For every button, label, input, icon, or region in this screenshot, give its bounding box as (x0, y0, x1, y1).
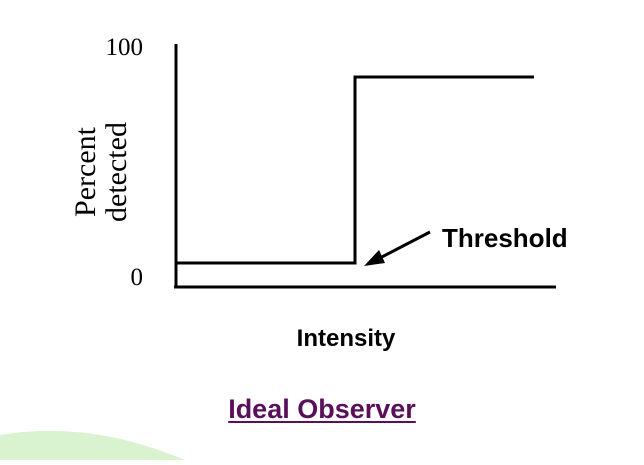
decorative-swoosh (0, 430, 185, 460)
threshold-annotation: Threshold (442, 223, 568, 253)
y-axis-label-line-2: detected (100, 122, 133, 222)
step-series-line (176, 75, 534, 265)
x-axis-label: Intensity (297, 325, 396, 352)
y-axis-label-line-1: Percent (69, 126, 102, 217)
threshold-arrow-shaft (375, 230, 431, 262)
threshold-arrowhead (364, 250, 385, 266)
y-tick-label-100: 100 (106, 34, 144, 61)
figure-caption: Ideal Observer (228, 394, 416, 424)
y-tick-label-0: 0 (131, 264, 144, 291)
